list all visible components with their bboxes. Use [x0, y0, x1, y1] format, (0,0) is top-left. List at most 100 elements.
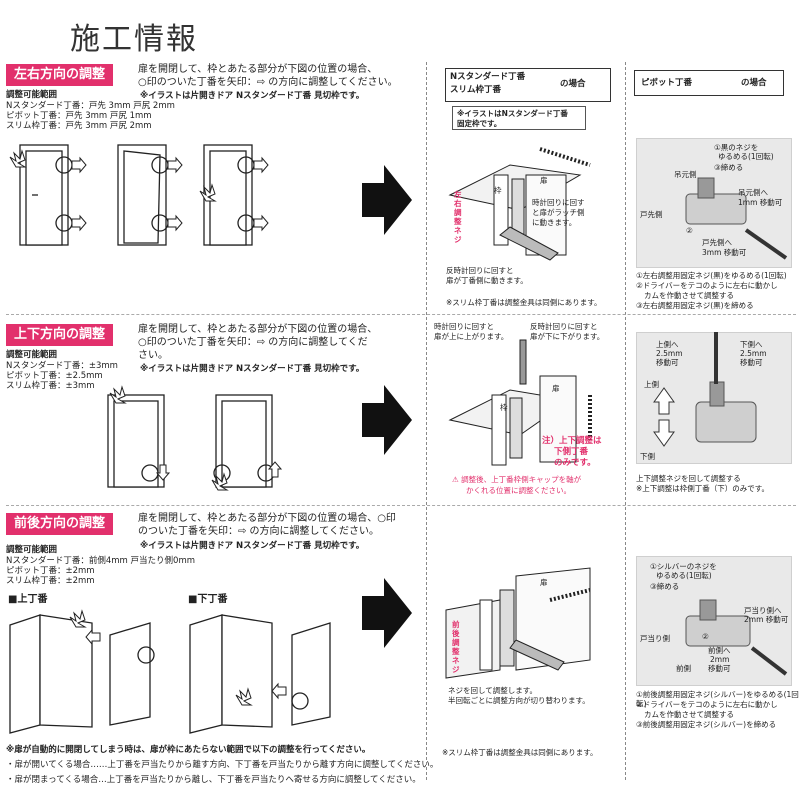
cw-text: と扉がラッチ側: [532, 208, 585, 217]
pivot-instruction: ①前後調整用固定ネジ(シルバー)をゆるめる(1回転): [636, 690, 799, 708]
ud-note: のみです。: [554, 458, 596, 468]
hinge-side-label: 吊元側: [674, 170, 697, 179]
right-arrow-icon: [362, 165, 412, 235]
ud-note: 注）上下調整は: [542, 436, 602, 446]
step-marker: ②: [702, 632, 709, 641]
range-item: Nスタンダード丁番：前側4mm 戸当たり側0mm: [6, 556, 195, 566]
pivot-step: ③締める: [650, 582, 680, 591]
stop-side-label: 戸当り側: [640, 634, 670, 643]
range-item: Nスタンダード丁番：戸先 3mm 戸尻 2mm: [6, 101, 175, 111]
col3-header-suffix: の場合: [741, 78, 767, 88]
footer-note: ・扉が開いてくる場合……上丁番を戸当たりから離す方向、下丁番を戸当たりから離す方…: [6, 760, 439, 770]
tip-side-label: 戸先側: [640, 210, 663, 219]
ud-ccw-text: 扉が下に下がります。: [530, 332, 605, 341]
fb-text: 半回転ごとに調整方向が切り替わります。: [448, 696, 590, 705]
col2-header: Nスタンダード丁番 スリム枠丁番 の場合: [445, 68, 611, 102]
section-note: ※イラストは片開きドア Nスタンダード丁番 見切枠です。: [140, 364, 365, 374]
ccw-text: 扉が丁番側に動きます。: [446, 276, 528, 285]
move-label: 1mm 移動可: [738, 198, 783, 207]
pivot-instruction: カムを作動させて調整する: [644, 291, 734, 300]
pivot-instruction: ③左右調整用固定ネジ(黒)を締める: [636, 301, 754, 310]
section-note: ※イラストは片開きドア Nスタンダード丁番 見切枠です。: [140, 91, 365, 101]
section-badge-left-right: 左右方向の調整: [6, 64, 114, 86]
page-title: 施工情報: [70, 22, 198, 57]
pivot-hinge-drawing: [653, 332, 757, 447]
ud-ccw-text: 反時計回りに回すと: [530, 322, 598, 331]
section-note: ※イラストは片開きドア Nスタンダード丁番 見切枠です。: [140, 541, 365, 551]
move-label: 3mm 移動可: [702, 248, 747, 257]
col2-note: ※イラストはNスタンダード丁番: [457, 109, 568, 118]
hinge-illustration-left-right: [448, 147, 591, 261]
column-divider: [426, 62, 427, 780]
column-divider: [625, 62, 626, 780]
door-label: 扉: [540, 176, 548, 185]
lower-side-label: 下側: [640, 452, 655, 461]
fb-move-label: 移動可: [708, 664, 731, 673]
ud-move-label: 2.5mm: [740, 349, 767, 358]
col3-header-title: ピボット丁番: [641, 78, 693, 88]
frame-label: 枠: [500, 403, 508, 412]
ud-move-label: 移動可: [740, 358, 763, 367]
pivot-instruction: ①左右調整用固定ネジ(黒)をゆるめる(1回転): [636, 271, 787, 280]
range-title: 調整可能範囲: [6, 90, 58, 100]
pivot-instruction: ②ドライバーをテコのように左右に動かし: [636, 281, 778, 290]
pivot-step: ゆるめる(1回転): [718, 152, 774, 161]
pivot-instruction: ※上下調整は枠側丁番（下）のみです。: [636, 484, 770, 493]
row-divider: [6, 314, 796, 315]
range-item: ピボット丁番：±2.5mm: [6, 371, 103, 381]
pivot-step: ①シルバーのネジを: [650, 562, 717, 571]
range-item: ピボット丁番：戸先 3mm 戸尻 1mm: [6, 111, 152, 121]
fb-move-label: 2mm: [710, 655, 730, 664]
section-badge-front-back: 前後方向の調整: [6, 513, 114, 535]
move-label: 戸先側へ: [702, 238, 732, 247]
ud-move-label: 移動可: [656, 358, 679, 367]
hinge-illustration-up-down: [448, 339, 592, 466]
door-illustrations-up-down: [107, 385, 283, 491]
door-label: 扉: [540, 578, 548, 587]
pivot-instruction: 上下調整ネジを回して調整する: [636, 474, 741, 483]
range-title: 調整可能範囲: [6, 545, 58, 555]
upper-hinge-label: ■上丁番: [8, 594, 48, 605]
col2-header-line1: Nスタンダード丁番: [450, 72, 526, 82]
range-item: Nスタンダード丁番：±3mm: [6, 361, 118, 371]
cw-text: に動きます。: [532, 218, 577, 227]
range-item: ピボット丁番：±2mm: [6, 566, 95, 576]
pivot-hinge-drawing: [685, 599, 788, 676]
ud-move-label: 上側へ: [656, 340, 679, 349]
row-divider: [6, 505, 796, 506]
ud-cw-text: 扉が上に上がります。: [434, 332, 509, 341]
door-illustrations-left-right: [9, 144, 269, 246]
section-desc: 扉を開閉して、枠とあたる部分が下図の位置の場合、○印: [138, 513, 396, 524]
pivot-instruction: カムを作動させて調整する: [644, 710, 734, 719]
fb-text: ネジを回して調整します。: [448, 686, 538, 695]
col3-header: ピボット丁番 の場合: [634, 70, 784, 96]
vertical-label-lr: 左右調整ネジ: [454, 190, 462, 244]
section-desc: 扉を開閉して、枠とあたる部分が下図の位置の場合、: [138, 324, 378, 335]
footer-note: ・扉が閉まってくる場合…上丁番を戸当たりから離し、下丁番を戸当たりへ寄せる方向に…: [6, 775, 421, 785]
cw-text: 時計回りに回す: [532, 198, 585, 207]
section-desc: ○印のついた丁番を矢印：⇨ の方向に調整してください。: [138, 77, 398, 88]
front-side-label: 前側: [676, 664, 691, 673]
slim-note: ※スリム枠丁番は調整金具は同側にあります。: [442, 748, 598, 757]
pivot-instruction: ③前後調整用固定ネジ(シルバー)を締める: [636, 720, 777, 729]
pivot-step: ①黒のネジを: [714, 143, 759, 152]
section-desc: のついた丁番を矢印：⇨ の方向に調整してください。: [138, 526, 379, 537]
ud-warning: かくれる位置に調整ください。: [466, 486, 571, 495]
ud-note: 下側丁番: [554, 447, 589, 457]
fb-move-label: 2mm 移動可: [744, 615, 789, 624]
fb-move-label: 前側へ: [708, 646, 731, 655]
col2-header-line2: スリム枠丁番: [450, 85, 502, 95]
slim-note: ※スリム枠丁番は調整金具は同側にあります。: [446, 298, 602, 307]
door-illustrations-front-back: [9, 609, 331, 734]
right-arrow-icon: [362, 578, 412, 648]
col2-note-box: ※イラストはNスタンダード丁番 固定枠です。: [452, 106, 586, 130]
lower-hinge-label: ■下丁番: [188, 594, 228, 605]
pivot-step: ③締める: [714, 163, 744, 172]
range-item: スリム枠丁番：±3mm: [6, 381, 95, 391]
step-marker: ②: [686, 226, 693, 235]
frame-label: 枠: [494, 186, 502, 195]
section-desc: 扉を開閉して、枠とあたる部分が下図の位置の場合、: [138, 64, 378, 75]
footer-note: ※扉が自動的に開閉してしまう時は、扉が枠にあたらない範囲で以下の調整を行ってくだ…: [6, 745, 371, 755]
right-arrow-icon: [362, 385, 412, 455]
col2-header-suffix: の場合: [560, 79, 586, 89]
